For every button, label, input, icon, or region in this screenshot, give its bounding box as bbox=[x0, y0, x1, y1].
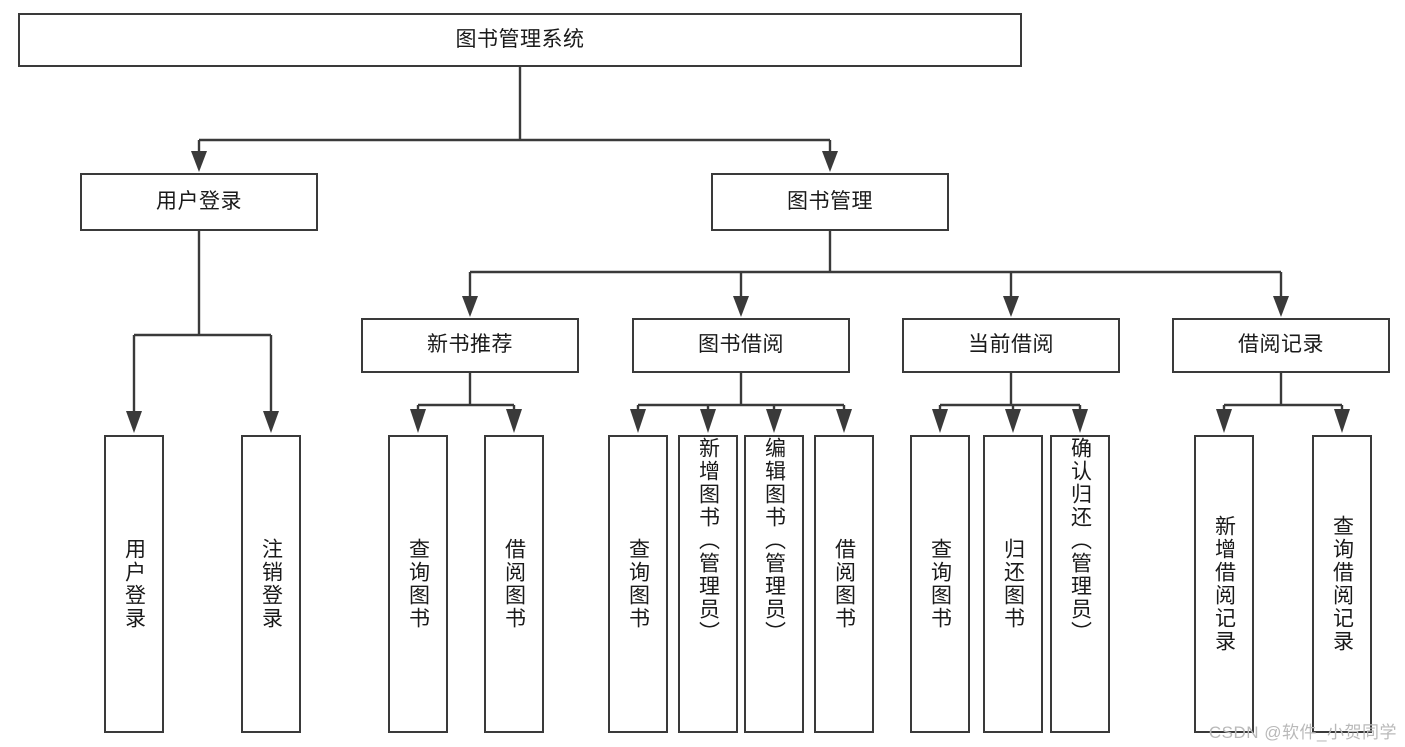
arrow-book-borrow bbox=[733, 296, 749, 317]
node-book-manage-label: 图书管理 bbox=[787, 189, 873, 213]
arrow-book-manage bbox=[822, 151, 838, 172]
arrow-leaf-query-book-3 bbox=[932, 409, 948, 433]
arrow-current-borrow bbox=[1003, 296, 1019, 317]
node-leaf-add-book-admin[interactable]: 新增图书（管理员） bbox=[678, 435, 738, 733]
node-leaf-add-borrow-record-label: 新增借阅记录 bbox=[1212, 515, 1236, 653]
node-leaf-return-book[interactable]: 归还图书 bbox=[983, 435, 1043, 733]
arrow-leaf-add-borrow-record bbox=[1216, 409, 1232, 433]
arrow-leaf-edit-book bbox=[766, 409, 782, 433]
node-leaf-query-borrow-record-label: 查询借阅记录 bbox=[1330, 515, 1354, 653]
node-leaf-user-login[interactable]: 用户登录 bbox=[104, 435, 164, 733]
node-leaf-query-borrow-record[interactable]: 查询借阅记录 bbox=[1312, 435, 1372, 733]
arrow-leaf-user-logout bbox=[263, 411, 279, 433]
arrow-leaf-return-book bbox=[1005, 409, 1021, 433]
node-leaf-query-book-1[interactable]: 查询图书 bbox=[388, 435, 448, 733]
node-book-borrow-label: 图书借阅 bbox=[698, 333, 784, 357]
arrow-new-book-recommend bbox=[462, 296, 478, 317]
node-leaf-add-book-admin-label: 新增图书（管理员） bbox=[696, 437, 720, 644]
arrow-leaf-user-login bbox=[126, 411, 142, 433]
arrow-leaf-confirm-return bbox=[1072, 409, 1088, 433]
node-book-borrow[interactable]: 图书借阅 bbox=[632, 318, 850, 373]
node-leaf-query-book-1-label: 查询图书 bbox=[406, 538, 430, 630]
arrow-user-login bbox=[191, 151, 207, 172]
node-current-borrow-label: 当前借阅 bbox=[968, 333, 1054, 357]
node-user-login[interactable]: 用户登录 bbox=[80, 173, 318, 231]
node-leaf-edit-book-admin-label: 编辑图书（管理员） bbox=[762, 437, 786, 644]
node-current-borrow[interactable]: 当前借阅 bbox=[902, 318, 1120, 373]
node-leaf-confirm-return-admin-label: 确认归还（管理员） bbox=[1068, 437, 1092, 644]
watermark: CSDN @软件_小贺同学 bbox=[1208, 723, 1397, 742]
node-borrow-record-label: 借阅记录 bbox=[1238, 333, 1324, 357]
node-leaf-user-logout-label: 注销登录 bbox=[259, 538, 283, 630]
arrow-leaf-borrow-book-2 bbox=[836, 409, 852, 433]
node-leaf-query-book-3[interactable]: 查询图书 bbox=[910, 435, 970, 733]
node-leaf-borrow-book-2-label: 借阅图书 bbox=[832, 538, 856, 630]
node-book-manage[interactable]: 图书管理 bbox=[711, 173, 949, 231]
node-leaf-query-book-3-label: 查询图书 bbox=[928, 538, 952, 630]
arrow-leaf-borrow-book-1 bbox=[506, 409, 522, 433]
node-leaf-return-book-label: 归还图书 bbox=[1001, 538, 1025, 630]
arrow-leaf-add-book bbox=[700, 409, 716, 433]
node-borrow-record[interactable]: 借阅记录 bbox=[1172, 318, 1390, 373]
node-leaf-user-login-label: 用户登录 bbox=[122, 538, 146, 630]
node-leaf-borrow-book-1-label: 借阅图书 bbox=[502, 538, 526, 630]
arrow-leaf-query-book-2 bbox=[630, 409, 646, 433]
node-user-login-label: 用户登录 bbox=[156, 189, 242, 213]
arrow-leaf-query-borrow-record bbox=[1334, 409, 1350, 433]
node-leaf-query-book-2-label: 查询图书 bbox=[626, 538, 650, 630]
node-leaf-add-borrow-record[interactable]: 新增借阅记录 bbox=[1194, 435, 1254, 733]
node-leaf-edit-book-admin[interactable]: 编辑图书（管理员） bbox=[744, 435, 804, 733]
node-leaf-confirm-return-admin[interactable]: 确认归还（管理员） bbox=[1050, 435, 1110, 733]
arrow-leaf-query-book-1 bbox=[410, 409, 426, 433]
node-root[interactable]: 图书管理系统 bbox=[18, 13, 1022, 67]
node-leaf-query-book-2[interactable]: 查询图书 bbox=[608, 435, 668, 733]
node-new-book-recommend[interactable]: 新书推荐 bbox=[361, 318, 579, 373]
arrow-borrow-record bbox=[1273, 296, 1289, 317]
node-leaf-borrow-book-1[interactable]: 借阅图书 bbox=[484, 435, 544, 733]
node-root-label: 图书管理系统 bbox=[455, 27, 585, 51]
node-leaf-borrow-book-2[interactable]: 借阅图书 bbox=[814, 435, 874, 733]
node-new-book-recommend-label: 新书推荐 bbox=[427, 333, 513, 357]
node-leaf-user-logout[interactable]: 注销登录 bbox=[241, 435, 301, 733]
